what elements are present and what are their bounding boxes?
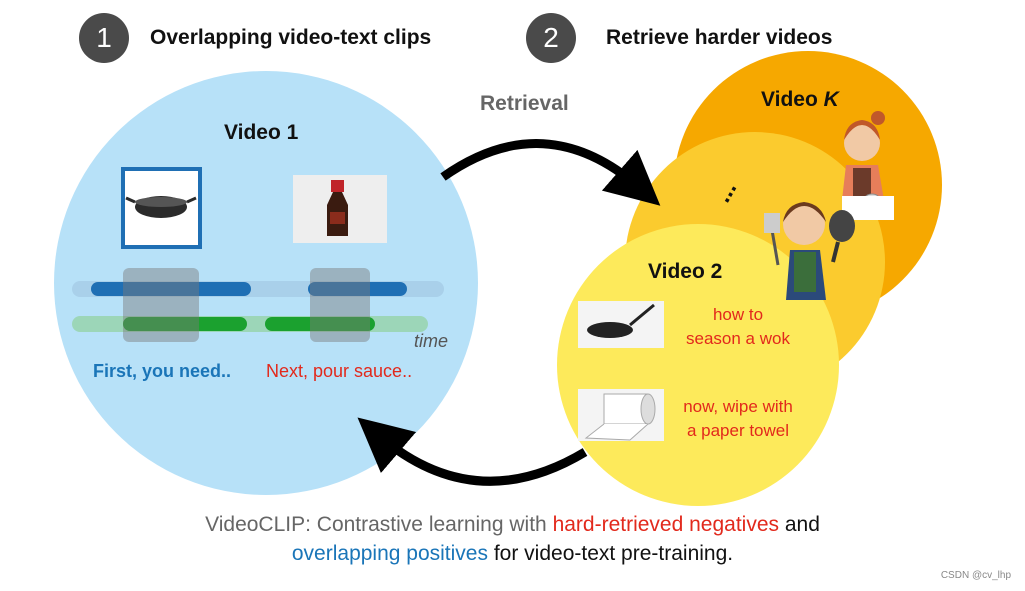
step1-badge: 1 (79, 13, 129, 63)
caption-line1-c: and (779, 513, 820, 536)
video1-text-b: Next, pour sauce.. (266, 361, 413, 381)
video2-clip2-line2: a paper towel (686, 421, 790, 440)
video2-clip2-line1: now, wipe with (683, 397, 793, 416)
overlap-box-2 (310, 268, 370, 342)
caption-line1-b: hard-retrieved negatives (552, 513, 780, 536)
video2-clip1-line2: season a wok (686, 329, 790, 348)
step2-badge: 2 (526, 13, 576, 63)
chef-woman-icon (842, 111, 894, 220)
return-arrow (357, 417, 588, 486)
overlap-box-1 (123, 268, 199, 342)
videoK-title: Video K (761, 88, 839, 112)
video2-clip2-text: now, wipe with a paper towel (668, 395, 808, 443)
caption-line2: overlapping positives for video-text pre… (0, 542, 1025, 566)
retrieval-label: Retrieval (480, 92, 569, 115)
retrieval-arrow (440, 139, 661, 206)
watermark: CSDN @cv_lhp (940, 570, 1011, 581)
caption-line1: VideoCLIP: Contrastive learning with har… (0, 513, 1025, 537)
time-label: time (414, 331, 449, 351)
video2-title: Video 2 (648, 260, 723, 283)
caption-line2-a: overlapping positives (291, 542, 488, 565)
video2-clip1-text: how to season a wok (668, 303, 808, 351)
wok-icon (121, 167, 202, 249)
videoK-title-var: K (823, 88, 839, 111)
paper-towel-icon (578, 389, 664, 441)
step1-title: Overlapping video-text clips (150, 26, 432, 49)
timeline-bars (72, 268, 444, 342)
caption-line1-a: VideoCLIP: Contrastive learning with (205, 513, 553, 536)
soy-sauce-bottle-icon (293, 175, 387, 243)
step2-title: Retrieve harder videos (606, 26, 833, 49)
frying-pan-icon (578, 301, 664, 348)
chef-boy-icon (764, 202, 855, 300)
video1-text-a: First, you need.. (93, 361, 232, 381)
video1-title: Video 1 (224, 121, 299, 144)
video2-clip1-line1: how to (712, 305, 764, 324)
caption-line2-b: for video-text pre-training. (488, 542, 734, 565)
videoK-title-prefix: Video (761, 88, 824, 111)
